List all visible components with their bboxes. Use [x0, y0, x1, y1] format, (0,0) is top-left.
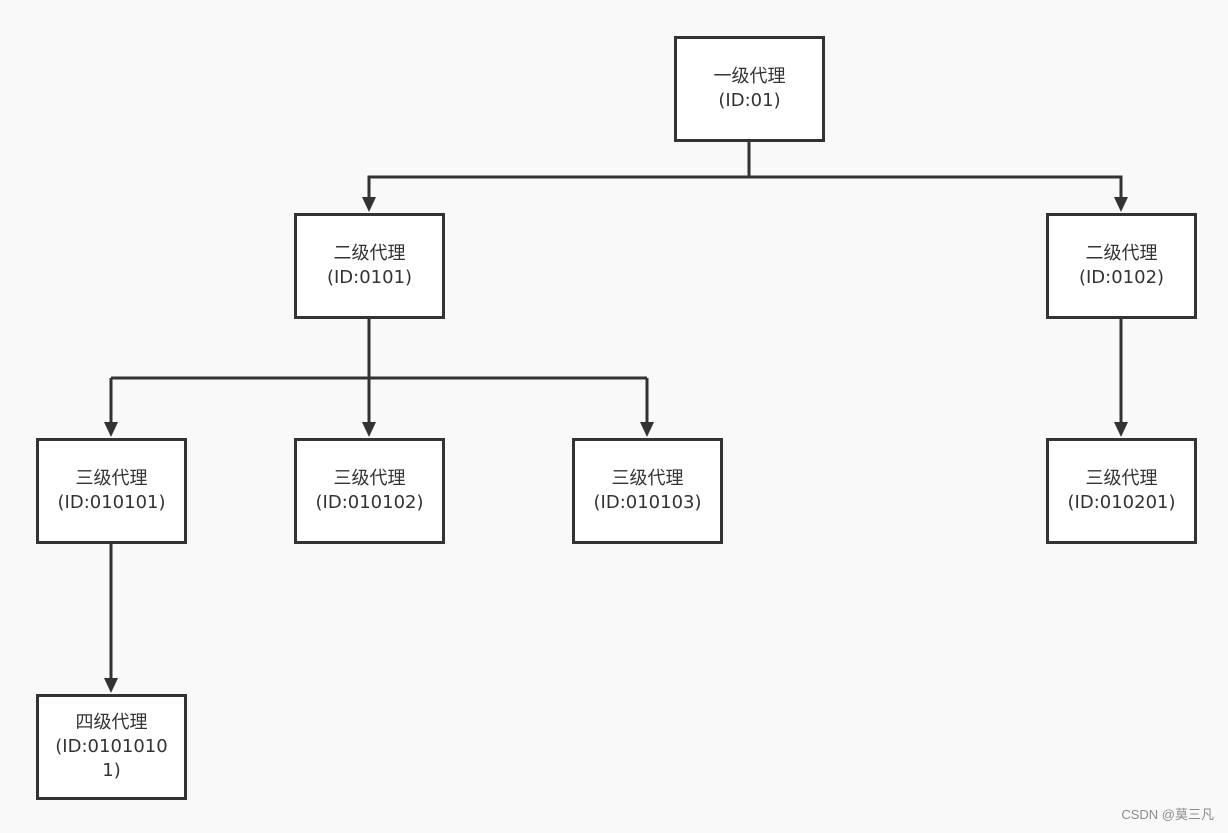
connector-level2b-to-level3d: [1114, 318, 1128, 437]
node-level4-a-title: 四级代理: [75, 712, 148, 733]
node-level3-d-title: 三级代理: [1085, 468, 1158, 489]
node-level1-title: 一级代理: [713, 66, 786, 87]
node-level3-d[interactable]: 三级代理 (ID:010201): [1046, 438, 1197, 544]
node-level3-c-title: 三级代理: [611, 468, 684, 489]
node-level3-b-title: 三级代理: [333, 468, 406, 489]
node-level3-c-id: (ID:010103): [593, 492, 702, 513]
arrowhead-level2-b: [1114, 197, 1128, 212]
connector-to-level2-a: [367, 141, 751, 204]
node-level3-b-id: (ID:010102): [315, 492, 424, 513]
connector-level1-to-level2: [362, 141, 1128, 212]
node-level2-a-title: 二级代理: [333, 243, 406, 264]
node-level1-id: (ID:01): [718, 90, 781, 111]
node-level2-b[interactable]: 二级代理 (ID:0102): [1046, 213, 1197, 319]
arrowhead-level3-c: [640, 422, 654, 437]
node-level3-c[interactable]: 三级代理 (ID:010103): [572, 438, 723, 544]
node-level3-a-id: (ID:010101): [57, 492, 166, 513]
arrowhead-level4-a: [104, 678, 118, 693]
arrowhead-level2-a: [362, 197, 376, 212]
node-level3-b[interactable]: 三级代理 (ID:010102): [294, 438, 445, 544]
watermark-label: CSDN @莫三凡: [1121, 807, 1214, 822]
node-level2-a-id: (ID:0101): [326, 267, 413, 288]
connector-level3a-to-level4a: [104, 543, 118, 693]
connector-to-level2-b: [749, 175, 1123, 204]
node-level1[interactable]: 一级代理 (ID:01): [674, 36, 825, 142]
node-level3-d-id: (ID:010201): [1067, 492, 1176, 513]
node-level4-a[interactable]: 四级代理 (ID:01010101): [36, 694, 187, 800]
arrowhead-level3-d: [1114, 422, 1128, 437]
node-level3-a[interactable]: 三级代理 (ID:010101): [36, 438, 187, 544]
arrowhead-level3-a: [104, 422, 118, 437]
node-level3-a-title: 三级代理: [75, 468, 148, 489]
arrowhead-level3-b: [362, 422, 376, 437]
node-level2-a[interactable]: 二级代理 (ID:0101): [294, 213, 445, 319]
node-level4-a-id: (ID:01010101): [55, 736, 168, 781]
node-level2-b-id: (ID:0102): [1078, 267, 1165, 288]
connector-level2a-to-level3: [104, 318, 654, 437]
node-level2-b-title: 二级代理: [1085, 243, 1158, 264]
